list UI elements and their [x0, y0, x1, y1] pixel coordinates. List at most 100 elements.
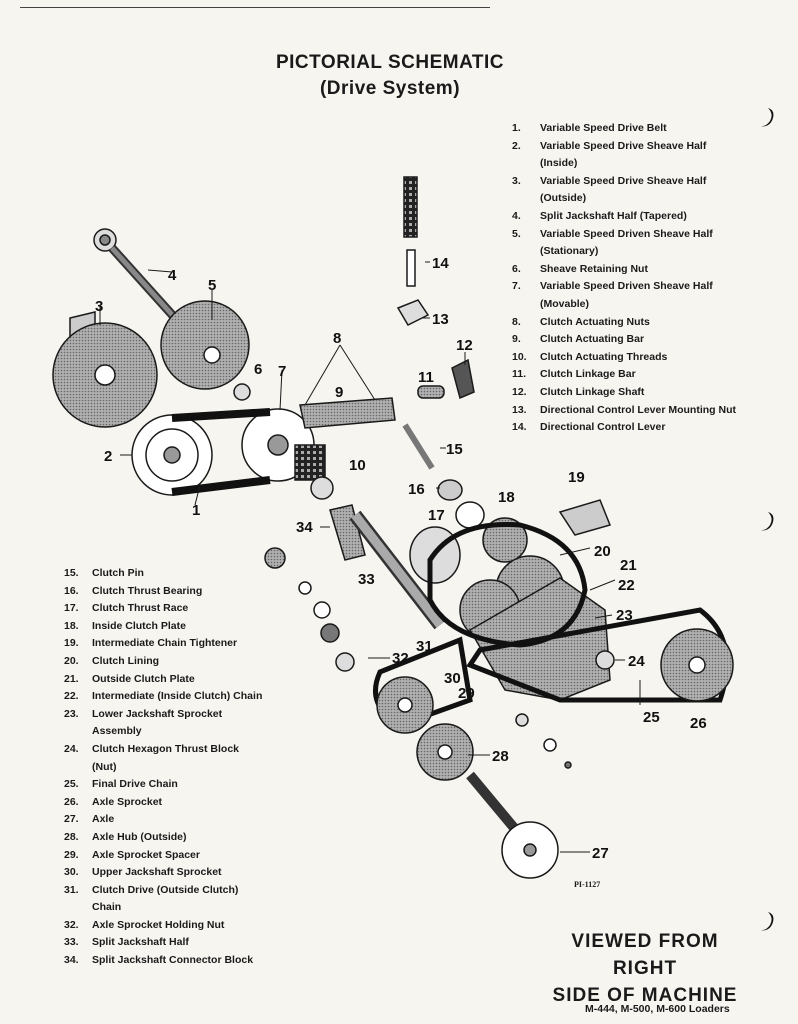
legend-item-text: Axle Sprocket	[92, 795, 163, 808]
callout-14: 14	[432, 255, 449, 272]
legend-item: 5. Variable Speed Driven Sheave Half (Sta…	[512, 226, 742, 261]
legend-item-number: 9.	[512, 333, 521, 346]
callout-21: 21	[620, 557, 637, 574]
callout-19: 19	[568, 469, 585, 486]
legend-item: 23.Lower Jackshaft Sprocket Assembly	[64, 706, 264, 741]
axle	[466, 771, 559, 879]
legend-item-text: Inside Clutch Plate	[92, 619, 186, 632]
legend-item-number: 11.	[512, 368, 527, 381]
clutch-actuating-threads	[294, 444, 334, 500]
top-rule	[20, 7, 490, 8]
legend-item: 27. Axle	[64, 811, 264, 829]
title-line-2: (Drive System)	[319, 78, 461, 99]
mounting-nut	[396, 299, 430, 326]
legend-item: 26.Axle Sprocket	[64, 794, 264, 812]
clutch-hexagon-thrust-block	[595, 650, 615, 670]
legend-item-number: 20.	[64, 654, 79, 667]
clutch-linkage-shaft	[451, 358, 475, 400]
callout-7: 7	[278, 363, 286, 380]
callout-29: 29	[458, 685, 475, 702]
legend-item-number: 18.	[64, 619, 79, 632]
callout-10: 10	[349, 457, 366, 474]
legend-item-text: Split Jackshaft Connector Block	[92, 954, 254, 967]
callout-18: 18	[498, 489, 515, 506]
legend-item-text: Clutch Actuating Bar	[540, 333, 645, 346]
callout-32: 32	[392, 650, 409, 667]
legend-item-text: Sheave Retaining Nut	[540, 262, 648, 275]
legend-item-text: Axle	[92, 813, 115, 826]
legend-item: 33.Split Jackshaft Half	[64, 934, 264, 952]
legend-item-number: 8.	[512, 315, 521, 328]
legend-item: 34.Split Jackshaft Connector Block	[64, 952, 264, 970]
binder-hole-mark-bottom	[760, 912, 774, 931]
legend-item-text: Variable Speed Drive Sheave Half (Inside…	[540, 139, 707, 170]
drive-sheave-outside	[52, 311, 158, 428]
legend-item-number: 15.	[64, 567, 79, 579]
models-footer: M-444, M-500, M-600 Loaders	[585, 1003, 730, 1015]
callout-17: 17	[428, 507, 445, 524]
axle-sprocket	[660, 628, 734, 702]
legend-item-text: Variable Speed Driven Sheave Half (Stati…	[540, 227, 713, 258]
page-title: PICTORIAL SCHEMATIC (Drive System)	[270, 50, 510, 102]
legend-item-text: Variable Speed Driven Sheave Half (Movab…	[540, 280, 713, 310]
legend-item-text: Clutch Linkage Shaft	[540, 385, 645, 398]
callout-27: 27	[592, 845, 609, 862]
callout-20: 20	[594, 543, 611, 560]
legend-item: 2.Variable Speed Drive Sheave Half (Insi…	[512, 138, 742, 173]
callout-4: 4	[168, 267, 177, 284]
legend-item: 3.Variable Speed Drive Sheave Half (Outs…	[512, 173, 742, 208]
callout-22: 22	[618, 577, 635, 594]
callout-15: 15	[446, 441, 463, 458]
legend-item: 30.Upper Jackshaft Sprocket	[64, 864, 264, 882]
legend-item-number: 23.	[64, 707, 79, 720]
part-number: PI-1127	[574, 880, 601, 889]
callout-28: 28	[492, 748, 509, 765]
legend-item-number: 7.	[512, 280, 521, 293]
clutch-actuating-bar	[299, 397, 396, 429]
legend-item-number: 25.	[64, 778, 79, 791]
legend-item: 6. Sheave Retaining Nut	[512, 261, 742, 279]
callout-25: 25	[643, 709, 660, 726]
legend-item: 9. Clutch Actuating Bar	[512, 331, 742, 349]
legend-item-text: Axle Sprocket Spacer	[92, 848, 200, 861]
binder-hole-mark-top	[760, 108, 774, 127]
clutch-thrust-race	[455, 501, 485, 529]
legend-item-text: Clutch Thrust Race	[92, 602, 189, 615]
legend-item: 15.Clutch Pin	[64, 565, 264, 583]
legend-item-text: Split Jackshaft Half	[92, 936, 189, 949]
sheave-retaining-nut	[233, 383, 251, 401]
callout-labels: 1 2 3 4 5 6 7 8 9 10 11 12 13 14 15 16 1…	[95, 255, 707, 862]
variable-speed-drive-belt	[171, 408, 271, 496]
legend-item: 4.Split Jackshaft Half (Tapered)	[512, 208, 742, 226]
legend-item: 20. Clutch Lining	[64, 653, 264, 671]
view-caption-line-2: SIDE OF MACHINE	[552, 985, 738, 1006]
driven-sheave-stationary	[160, 300, 250, 390]
legend-item-text: Clutch Actuating Nuts	[540, 315, 650, 328]
legend-item-number: 6.	[512, 262, 521, 275]
small-hardware-column	[264, 547, 355, 672]
legend-item: 31.Clutch Drive (Outside Clutch) Chain	[64, 882, 264, 917]
callout-12: 12	[456, 337, 473, 354]
drive-sheave-inside	[131, 414, 213, 496]
legend-item-number: 5.	[512, 227, 521, 240]
legend-item-text: Intermediate Chain Tightener	[92, 637, 238, 650]
legend-item-text: Split Jackshaft Half (Tapered)	[540, 209, 687, 222]
legend-item-number: 17.	[64, 602, 79, 615]
legend-item: 12.Clutch Linkage Shaft	[512, 384, 742, 402]
axle-hub	[416, 723, 474, 781]
legend-item-number: 22.	[64, 690, 79, 703]
legend-item-number: 27.	[64, 813, 79, 826]
legend-item: 21.Outside Clutch Plate	[64, 671, 264, 689]
legend-item-number: 3.	[512, 174, 521, 187]
intermediate-chain-tightener	[558, 499, 612, 536]
upper-jackshaft-sprocket	[376, 676, 434, 734]
legend-item-text: Final Drive Chain	[92, 778, 178, 791]
legend-item-number: 16.	[64, 584, 79, 597]
callout-5: 5	[208, 277, 216, 294]
split-jackshaft-connector-block	[329, 504, 366, 561]
callout-13: 13	[432, 311, 449, 328]
callout-6: 6	[254, 361, 262, 378]
legend-item-text: Clutch Lining	[92, 654, 160, 667]
